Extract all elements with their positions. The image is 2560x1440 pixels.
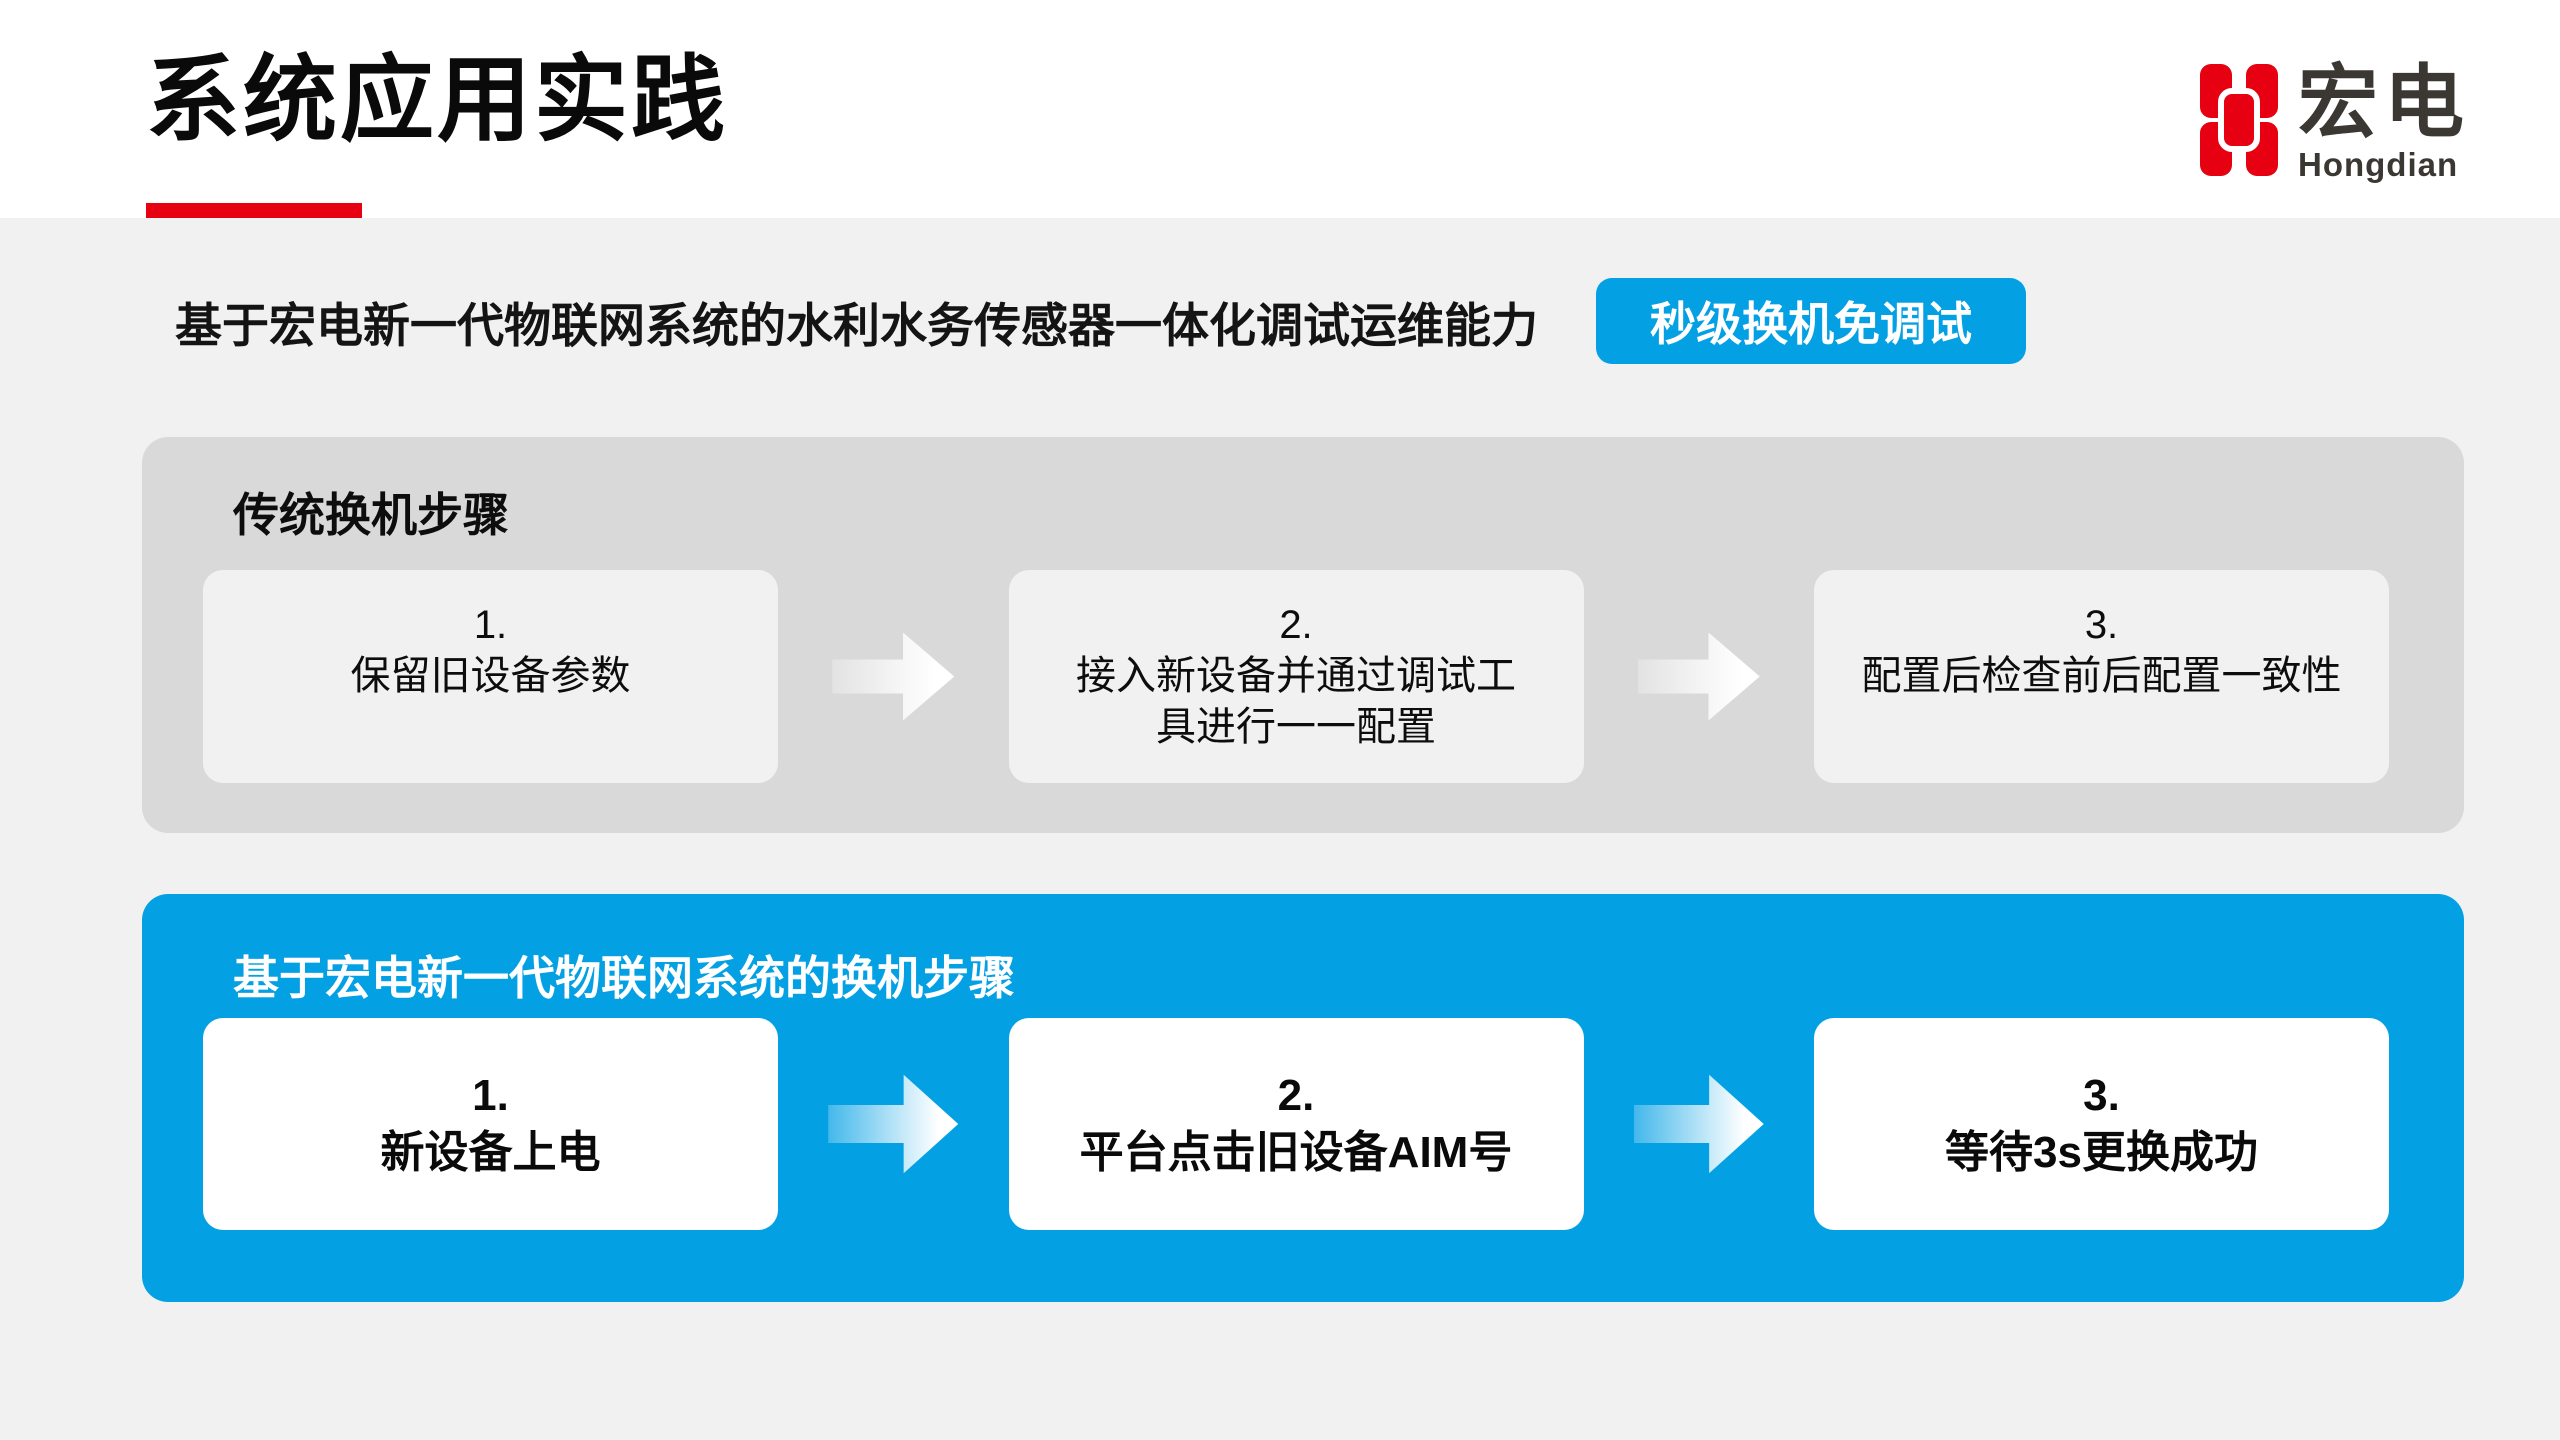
traditional-steps-row: 1. 保留旧设备参数 2. 接入新设备并通过调试工具进行一一配置 3. 配置后检… — [203, 570, 2389, 783]
hongdian-steps-row: 1. 新设备上电 2. 平台点击旧设备AIM号 3. 等待3s更换成功 — [203, 1018, 2389, 1230]
step-card-traditional-1: 1. 保留旧设备参数 — [203, 570, 778, 783]
arrow-gap — [1584, 627, 1815, 727]
logo-text: 宏电 Hongdian — [2298, 58, 2470, 184]
hongdian-h-mark-icon — [2200, 64, 2278, 176]
step-text: 保留旧设备参数 — [350, 654, 631, 699]
step-text: 接入新设备并通过调试工具进行一一配置 — [1076, 654, 1516, 750]
arrow-right-icon — [1633, 1074, 1764, 1174]
step-card-hongdian-2: 2. 平台点击旧设备AIM号 — [1008, 1018, 1584, 1230]
step-text: 等待3s更换成功 — [1945, 1128, 2258, 1177]
step-number: 1. — [472, 1070, 509, 1120]
step-text: 配置后检查前后配置一致性 — [1861, 654, 2342, 699]
step-card-traditional-3: 3. 配置后检查前后配置一致性 — [1814, 570, 2389, 783]
step-number: 2. — [1277, 1070, 1315, 1120]
traditional-panel-title: 传统换机步骤 — [233, 489, 509, 541]
header-band: 系统应用实践 宏电 Hongdian — [0, 0, 2560, 218]
arrow-gap — [1584, 1068, 1815, 1180]
step-number: 3. — [2083, 1070, 2120, 1120]
step-text: 新设备上电 — [380, 1128, 601, 1177]
arrow-right-icon — [828, 1074, 959, 1174]
step-number: 3. — [2084, 603, 2119, 647]
hongdian-panel-title: 基于宏电新一代物联网系统的换机步骤 — [233, 952, 1015, 1004]
arrow-right-icon — [832, 632, 955, 721]
step-text: 平台点击旧设备AIM号 — [1079, 1128, 1513, 1177]
hongdian-steps-panel: 基于宏电新一代物联网系统的换机步骤 1. 新设备上电 2. 平台点击旧设备AIM… — [142, 894, 2464, 1302]
arrow-right-icon — [1637, 632, 1760, 721]
step-card-hongdian-1: 1. 新设备上电 — [203, 1018, 778, 1230]
logo-en-text: Hongdian — [2298, 146, 2459, 184]
traditional-steps-panel: 传统换机步骤 1. 保留旧设备参数 2. 接入新设备并通过调试工具进行一一配置 … — [142, 437, 2464, 833]
title-underline-decoration — [146, 203, 362, 218]
arrow-gap — [778, 627, 1009, 727]
slide-subtitle: 基于宏电新一代物联网系统的水利水务传感器一体化调试运维能力 — [175, 298, 1538, 352]
step-number: 1. — [473, 603, 508, 647]
h-mark-center-block — [2218, 88, 2260, 152]
step-card-hongdian-3: 3. 等待3s更换成功 — [1814, 1018, 2389, 1230]
hongdian-logo: 宏电 Hongdian — [2200, 58, 2470, 184]
subtitle-row: 基于宏电新一代物联网系统的水利水务传感器一体化调试运维能力 秒级换机免调试 — [175, 278, 2026, 364]
page-title: 系统应用实践 — [146, 47, 729, 152]
step-number: 2. — [1279, 603, 1313, 647]
arrow-gap — [778, 1068, 1009, 1180]
feature-badge: 秒级换机免调试 — [1596, 278, 2026, 364]
step-card-traditional-2: 2. 接入新设备并通过调试工具进行一一配置 — [1008, 570, 1584, 783]
logo-zh-text: 宏电 — [2298, 58, 2470, 147]
